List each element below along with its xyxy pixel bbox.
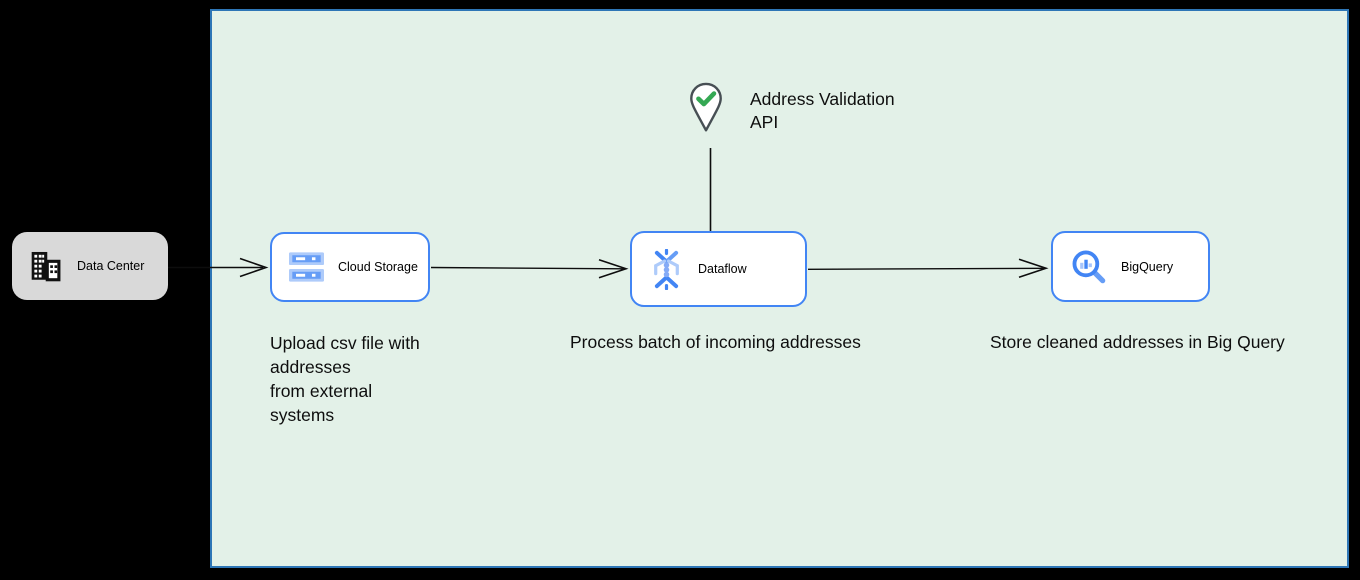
node-cloud-storage[interactable]: Cloud Storage (270, 232, 430, 302)
bigquery-icon (1072, 250, 1106, 284)
node-label-cloud-storage: Cloud Storage (338, 260, 418, 274)
dataflow-icon (654, 248, 679, 290)
node-dataflow[interactable]: Dataflow (630, 231, 807, 307)
node-label-data-center: Data Center (77, 259, 145, 273)
description-upload-line: from external (270, 381, 373, 401)
annotation-line-1: Address Validation (750, 89, 895, 109)
node-bigquery[interactable]: BigQuery (1051, 231, 1210, 302)
node-label-dataflow: Dataflow (698, 262, 747, 276)
node-label-bigquery: BigQuery (1121, 259, 1174, 274)
annotation-line-2: API (750, 112, 779, 132)
building-icon (31, 251, 61, 282)
description-store: Store cleaned addresses in Big Query (990, 332, 1285, 352)
cloud-storage-icon (289, 252, 324, 282)
map-pin-check-icon (690, 82, 722, 132)
node-data-center[interactable]: Data Center (12, 232, 168, 300)
description-upload-line: addresses (270, 357, 351, 377)
annotation-address-validation-api: Address Validation API (750, 88, 895, 134)
description-process: Process batch of incoming addresses (570, 332, 861, 352)
description-upload-line: Upload csv file with (270, 333, 420, 353)
description-upload: Upload csv file with addresses from exte… (270, 331, 420, 427)
description-upload-line: systems (270, 405, 335, 425)
